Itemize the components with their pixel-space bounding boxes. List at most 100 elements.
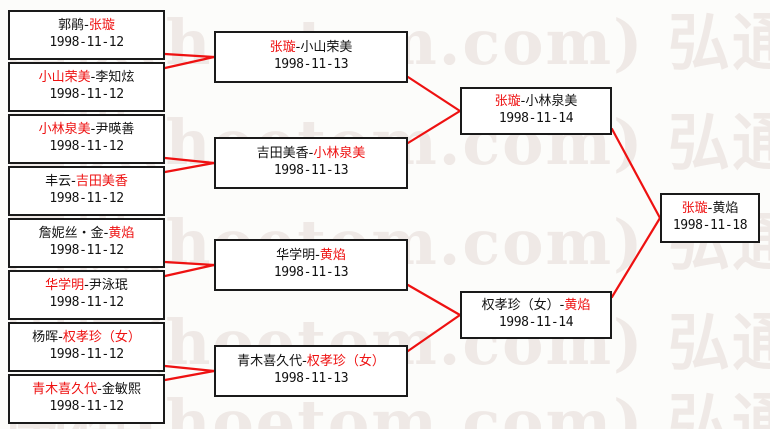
match-players: 华学明-尹泳珉 xyxy=(45,278,128,294)
player-separator: - xyxy=(520,94,526,110)
match-date: 1998-11-12 xyxy=(49,295,124,311)
match-players: 华学明-黄焰 xyxy=(276,248,346,264)
player-right: 尹暎善 xyxy=(95,122,135,138)
connector-line xyxy=(163,161,216,174)
match-players: 吉田美香-小林泉美 xyxy=(256,146,366,162)
match-date: 1998-11-13 xyxy=(273,371,349,387)
match-date: 1998-11-14 xyxy=(498,315,574,331)
player-separator: - xyxy=(71,174,76,190)
connector-line xyxy=(163,369,216,382)
player-right: 黄焰 xyxy=(319,248,346,264)
connector-line xyxy=(406,109,462,145)
player-right: 权孝珍（女） xyxy=(62,330,141,346)
player-separator: - xyxy=(707,201,713,217)
player-left: 杨晖 xyxy=(32,330,59,346)
player-separator: - xyxy=(97,382,102,398)
player-right: 小林泉美 xyxy=(313,146,366,162)
connector-line xyxy=(163,55,216,70)
player-separator: - xyxy=(103,226,109,242)
connector-line xyxy=(406,75,462,113)
player-separator: - xyxy=(84,18,89,34)
player-right: 尹泳珉 xyxy=(88,278,128,294)
match-box[interactable]: 青木喜久代-权孝珍（女）1998-11-13 xyxy=(214,345,408,397)
player-separator: - xyxy=(90,70,96,86)
player-left: 华学明 xyxy=(276,248,316,264)
player-left: 郭鹃 xyxy=(58,18,85,34)
match-box[interactable]: 杨晖-权孝珍（女）1998-11-12 xyxy=(8,322,165,372)
match-date: 1998-11-12 xyxy=(49,191,124,207)
player-separator: - xyxy=(559,298,565,314)
match-date: 1998-11-18 xyxy=(672,218,748,234)
player-separator: - xyxy=(302,354,307,370)
player-left: 吉田美香 xyxy=(256,146,309,162)
connector-line xyxy=(610,127,662,220)
connector-line xyxy=(406,313,462,353)
match-players: 张璇-黄焰 xyxy=(681,201,739,217)
connector-line xyxy=(610,216,662,299)
player-right: 小林泉美 xyxy=(525,94,578,110)
player-left: 詹妮丝・金 xyxy=(38,226,104,242)
match-date: 1998-11-13 xyxy=(273,265,349,281)
player-separator: - xyxy=(58,330,63,346)
connector-line xyxy=(163,263,216,278)
player-separator: - xyxy=(315,248,320,264)
match-players: 小林泉美-尹暎善 xyxy=(38,122,135,138)
player-right: 张璇 xyxy=(88,18,115,34)
match-date: 1998-11-12 xyxy=(49,87,124,103)
player-left: 张璇 xyxy=(269,40,296,56)
player-right: 黄焰 xyxy=(108,226,135,242)
player-right: 吉田美香 xyxy=(75,174,128,190)
player-separator: - xyxy=(90,122,96,138)
player-left: 青木喜久代 xyxy=(237,354,303,370)
player-left: 小林泉美 xyxy=(38,122,91,138)
match-date: 1998-11-13 xyxy=(273,57,349,73)
player-left: 张璇 xyxy=(681,201,708,217)
match-players: 詹妮丝・金-黄焰 xyxy=(38,226,135,242)
match-players: 杨晖-权孝珍（女） xyxy=(32,330,141,346)
match-date: 1998-11-12 xyxy=(49,139,124,155)
match-players: 张璇-小林泉美 xyxy=(494,94,578,110)
player-separator: - xyxy=(84,278,89,294)
match-players: 权孝珍（女）-黄焰 xyxy=(481,298,591,314)
player-left: 小山荣美 xyxy=(38,70,91,86)
player-left: 张璇 xyxy=(494,94,521,110)
player-right: 权孝珍（女） xyxy=(306,354,385,370)
player-right: 黄焰 xyxy=(712,201,739,217)
match-players: 郭鹃-张璇 xyxy=(58,18,115,34)
player-left: 丰云 xyxy=(45,174,72,190)
connector-line xyxy=(163,260,216,267)
player-left: 权孝珍（女） xyxy=(481,298,560,314)
match-players: 张璇-小山荣美 xyxy=(269,40,353,56)
connector-line xyxy=(406,283,462,317)
match-date: 1998-11-12 xyxy=(49,243,124,259)
connector-line xyxy=(163,156,216,165)
match-players: 青木喜久代-金敏熙 xyxy=(32,382,141,398)
player-right: 李知炫 xyxy=(95,70,135,86)
player-separator: - xyxy=(308,146,314,162)
match-date: 1998-11-12 xyxy=(49,347,124,363)
match-date: 1998-11-13 xyxy=(273,163,349,179)
match-date: 1998-11-12 xyxy=(49,35,124,51)
player-left: 华学明 xyxy=(45,278,85,294)
connector-line xyxy=(163,364,216,373)
player-left: 青木喜久代 xyxy=(32,382,98,398)
player-separator: - xyxy=(295,40,301,56)
player-right: 黄焰 xyxy=(564,298,591,314)
match-players: 青木喜久代-权孝珍（女） xyxy=(237,354,385,370)
match-date: 1998-11-14 xyxy=(498,111,574,127)
match-date: 1998-11-12 xyxy=(49,399,124,415)
